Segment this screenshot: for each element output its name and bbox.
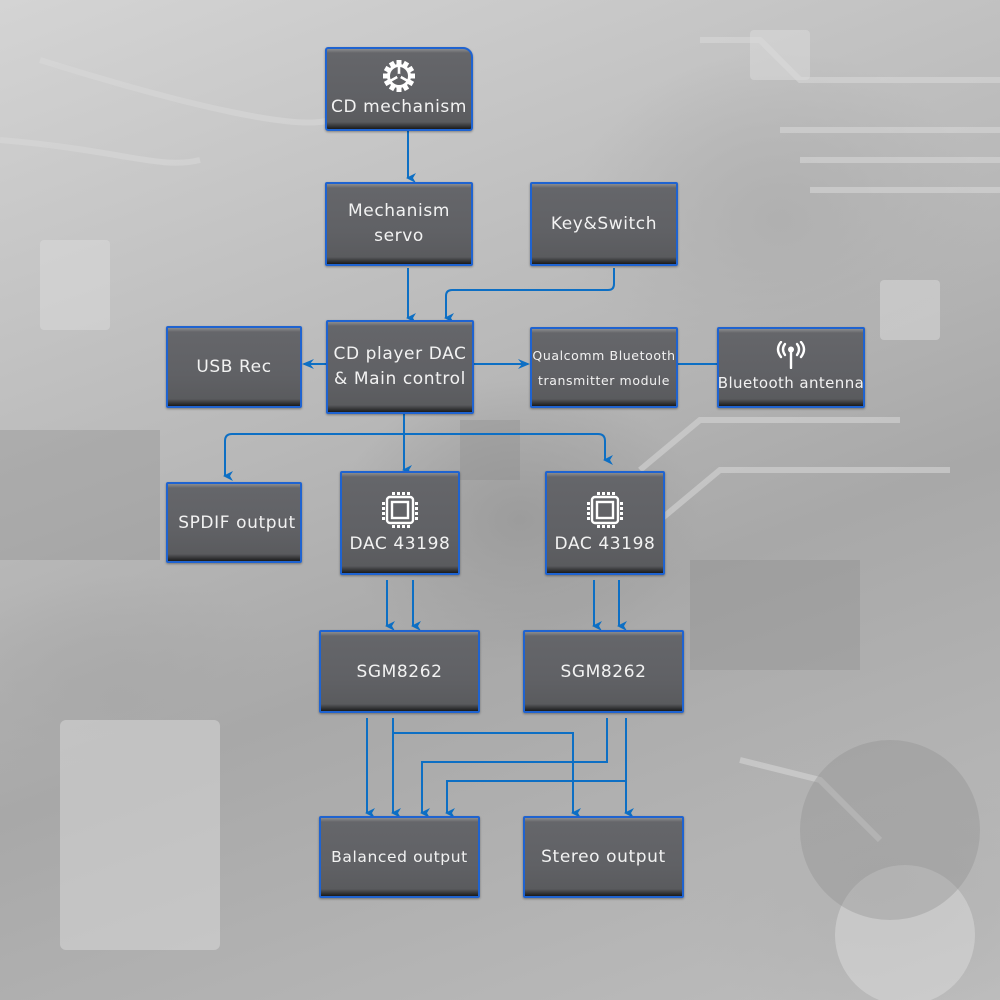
block-label: SPDIF output [178,512,296,533]
block-label: Balanced output [331,848,468,866]
block-label: Bluetooth antenna [717,373,865,392]
block-dac-right[interactable]: DAC 43198 [545,471,665,575]
antenna-icon [776,340,806,369]
chip-icon [382,492,418,528]
block-usb-rec[interactable]: USB Rec [166,326,302,408]
block-label-line1: Mechanism [348,201,450,221]
block-main-control[interactable]: CD player DAC & Main control [326,320,474,414]
gear-icon [383,60,415,92]
block-spdif-output[interactable]: SPDIF output [166,482,302,563]
block-label-line2: transmitter module [537,372,671,388]
block-dac-left[interactable]: DAC 43198 [340,471,460,575]
block-label: USB Rec [196,357,272,377]
block-bluetooth-antenna[interactable]: Bluetooth antenna [717,327,865,408]
block-label: CD mechanism [330,97,468,117]
block-label: SGM8262 [560,661,647,682]
block-label: Stereo output [541,847,666,867]
block-label-line1: Qualcomm Bluetooth [532,347,676,363]
chip-icon [587,492,623,528]
block-stereo-output[interactable]: Stereo output [523,816,684,898]
block-label: SGM8262 [356,661,443,682]
block-label-line2: & Main control [334,369,466,389]
block-label-line2: servo [374,226,424,246]
block-key-switch[interactable]: Key&Switch [530,182,678,266]
block-label: DAC 43198 [349,534,451,554]
block-sgm8262-right[interactable]: SGM8262 [523,630,684,713]
block-label-line1: CD player DAC [333,344,467,364]
block-label: Key&Switch [550,214,658,234]
block-balanced-output[interactable]: Balanced output [319,816,480,898]
block-cd-mechanism[interactable]: CD mechanism [325,47,473,131]
block-mechanism-servo[interactable]: Mechanism servo [325,182,473,266]
block-sgm8262-left[interactable]: SGM8262 [319,630,480,713]
block-label: DAC 43198 [554,534,656,554]
block-bluetooth-module[interactable]: Qualcomm Bluetooth transmitter module [530,327,678,408]
